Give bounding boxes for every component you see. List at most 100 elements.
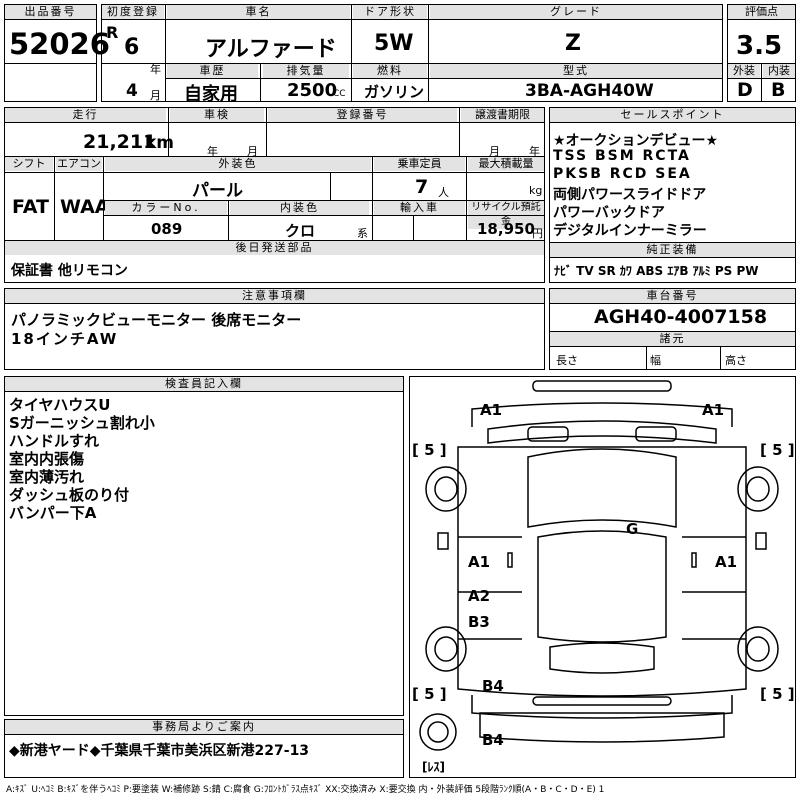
notes-line-1: パノラミックビューモニター 後席モニター bbox=[11, 311, 302, 329]
chassis-no-label: 車台番号 bbox=[550, 289, 795, 303]
sales-point-3: PKSB RCD SEA bbox=[553, 166, 692, 182]
exterior-color-label: 外装色 bbox=[105, 157, 371, 171]
deadline-month-unit: 月 bbox=[489, 145, 500, 158]
damage-side-left-3: B3 bbox=[468, 613, 490, 631]
notes-box: 注意事項欄 パノラミックビューモニター 後席モニター 18インチAW bbox=[4, 288, 545, 370]
mirror-right bbox=[755, 532, 767, 550]
standard-equipment-label: 純正装備 bbox=[550, 243, 795, 257]
mileage-label: 走行 bbox=[5, 108, 166, 122]
interior-color: クロ bbox=[285, 222, 316, 240]
exterior-label: 外装 bbox=[728, 64, 760, 78]
legend-text: A:ｷｽﾞ U:ﾍｺﾐ B:ｷｽﾞを伴うﾍｺﾐ P:要塗装 W:補修跡 S:錆 … bbox=[6, 785, 605, 795]
rear-panel bbox=[479, 712, 725, 743]
capacity: 7 bbox=[415, 176, 429, 198]
shift: FAT bbox=[12, 196, 49, 218]
damage-roof: G bbox=[626, 520, 638, 538]
spare-tire-note: [ﾚｽ] bbox=[422, 760, 445, 774]
damage-side-right-1: A1 bbox=[715, 553, 737, 571]
wheel-front-left bbox=[425, 466, 467, 512]
mileage: 21,211 bbox=[83, 131, 157, 153]
inspector-label: 検査員記入欄 bbox=[5, 377, 403, 391]
headlight-right bbox=[635, 426, 677, 442]
aircon: WAA bbox=[60, 196, 110, 218]
max-load-label: 最大積載量 bbox=[468, 157, 544, 171]
month: 4 bbox=[126, 81, 138, 101]
model-name: アルファード bbox=[205, 37, 337, 62]
door-handle-left bbox=[507, 552, 513, 568]
inspector-note-5: 室内薄汚れ bbox=[9, 468, 85, 486]
roof-panel bbox=[537, 530, 667, 643]
displacement-label: 排気量 bbox=[263, 64, 349, 78]
notes-line-2: 18インチAW bbox=[11, 330, 119, 348]
office-label: 事務局よりご案内 bbox=[5, 720, 403, 734]
equipment-list: ﾅﾋﾞ TV SR ｶﾜ ABS ｴｱB ｱﾙﾐ PS PW bbox=[554, 264, 759, 278]
deadline-day-unit: 年 bbox=[529, 145, 540, 158]
month-unit: 月 bbox=[150, 89, 161, 102]
model-code-label: 型式 bbox=[430, 64, 722, 78]
body-outline bbox=[457, 446, 747, 697]
inspection-month-unit: 月 bbox=[247, 145, 258, 158]
dimensions-label: 諸元 bbox=[550, 332, 795, 346]
sales-point-1: ★オークションデビュー★ bbox=[553, 133, 719, 149]
wheel-rear-right bbox=[737, 626, 779, 672]
fuel-label: 燃料 bbox=[353, 64, 427, 78]
interior-label: 内装 bbox=[763, 64, 795, 78]
year-unit: 年 bbox=[150, 63, 161, 76]
rear-glass bbox=[549, 642, 655, 674]
cc-unit: CC bbox=[333, 89, 346, 99]
fuel: ガソリン bbox=[364, 83, 425, 101]
exterior-grade: D bbox=[737, 79, 753, 101]
sales-point-2: TSS BSM RCTA bbox=[553, 148, 691, 164]
yen-unit: 円 bbox=[532, 227, 543, 240]
sales-point-label: セールスポイント bbox=[550, 108, 795, 122]
inspector-note-3: ハンドルすれ bbox=[9, 432, 100, 450]
front-bumper-bar bbox=[532, 380, 672, 392]
damage-front-left: A1 bbox=[480, 401, 502, 419]
inspection-year-unit: 年 bbox=[207, 145, 218, 158]
inspector-note-2: Sガーニッシュ割れ小 bbox=[9, 414, 155, 432]
damage-front-right: A1 bbox=[702, 401, 724, 419]
sales-point-6: デジタルインナーミラー bbox=[553, 223, 707, 239]
later-parts-box: 保証書 他リモコン bbox=[4, 255, 545, 283]
height-label: 高さ bbox=[725, 354, 747, 367]
door-type: 5W bbox=[374, 31, 414, 56]
spec-box: 走行 車検 登録番号 譲渡書期限 21,211 km 年 月 月 年 シフト エ… bbox=[4, 107, 545, 255]
persons-unit: 人 bbox=[438, 186, 449, 199]
damage-rear-1: B4 bbox=[482, 677, 504, 695]
door-handle-right bbox=[691, 552, 697, 568]
capacity-label: 乗車定員 bbox=[374, 157, 465, 171]
registration-box: 初度登録 車名 ドア形状 グレード R 6 年 アルファード 5W Z 車歴 排… bbox=[101, 4, 723, 105]
history: 自家用 bbox=[184, 84, 238, 105]
shift-label: シフト bbox=[5, 157, 53, 171]
import-label: 輸入車 bbox=[374, 201, 465, 215]
front-outline bbox=[471, 402, 733, 427]
office-box: 事務局よりご案内 ◆新港ヤード◆千葉県千葉市美浜区新港227-13 bbox=[4, 719, 404, 778]
grade-label: グレード bbox=[430, 5, 722, 19]
inspection-label: 車検 bbox=[170, 108, 264, 122]
wheel-front-right bbox=[737, 466, 779, 512]
damage-side-left-2: A2 bbox=[468, 587, 490, 605]
registration-no-label: 登録番号 bbox=[268, 108, 457, 122]
grade: Z bbox=[565, 31, 581, 56]
chassis-no: AGH40-4007158 bbox=[594, 306, 768, 328]
score-box: 評価点 3.5 外装 内装 D B bbox=[727, 4, 796, 102]
lot-number-box: 出品番号 52026 bbox=[4, 4, 110, 102]
series-unit: 系 bbox=[357, 227, 368, 240]
color-no: 089 bbox=[151, 220, 183, 238]
model-name-label: 車名 bbox=[167, 5, 350, 19]
width-label: 幅 bbox=[650, 354, 661, 367]
length-label: 長さ bbox=[556, 354, 578, 367]
lot-number: 52026 bbox=[9, 27, 110, 61]
later-parts-label: 後日発送部品 bbox=[5, 241, 544, 255]
equipment-box: 純正装備 ﾅﾋﾞ TV SR ｶﾜ ABS ｴｱB ｱﾙﾐ PS PW bbox=[549, 242, 796, 283]
inspector-note-4: 室内内張傷 bbox=[9, 450, 85, 468]
sales-point-4: 両側パワースライドドア bbox=[553, 187, 707, 203]
exterior-color: パール bbox=[192, 181, 243, 201]
era: R bbox=[106, 23, 119, 42]
first-registration-label: 初度登録 bbox=[102, 5, 164, 19]
inspector-note-7: バンパー下A bbox=[9, 504, 97, 522]
spare-tire bbox=[419, 713, 457, 751]
interior-grade: B bbox=[771, 79, 786, 101]
tire-score-rr: [ 5 ] bbox=[760, 685, 795, 703]
damage-side-left-1: A1 bbox=[468, 553, 490, 571]
